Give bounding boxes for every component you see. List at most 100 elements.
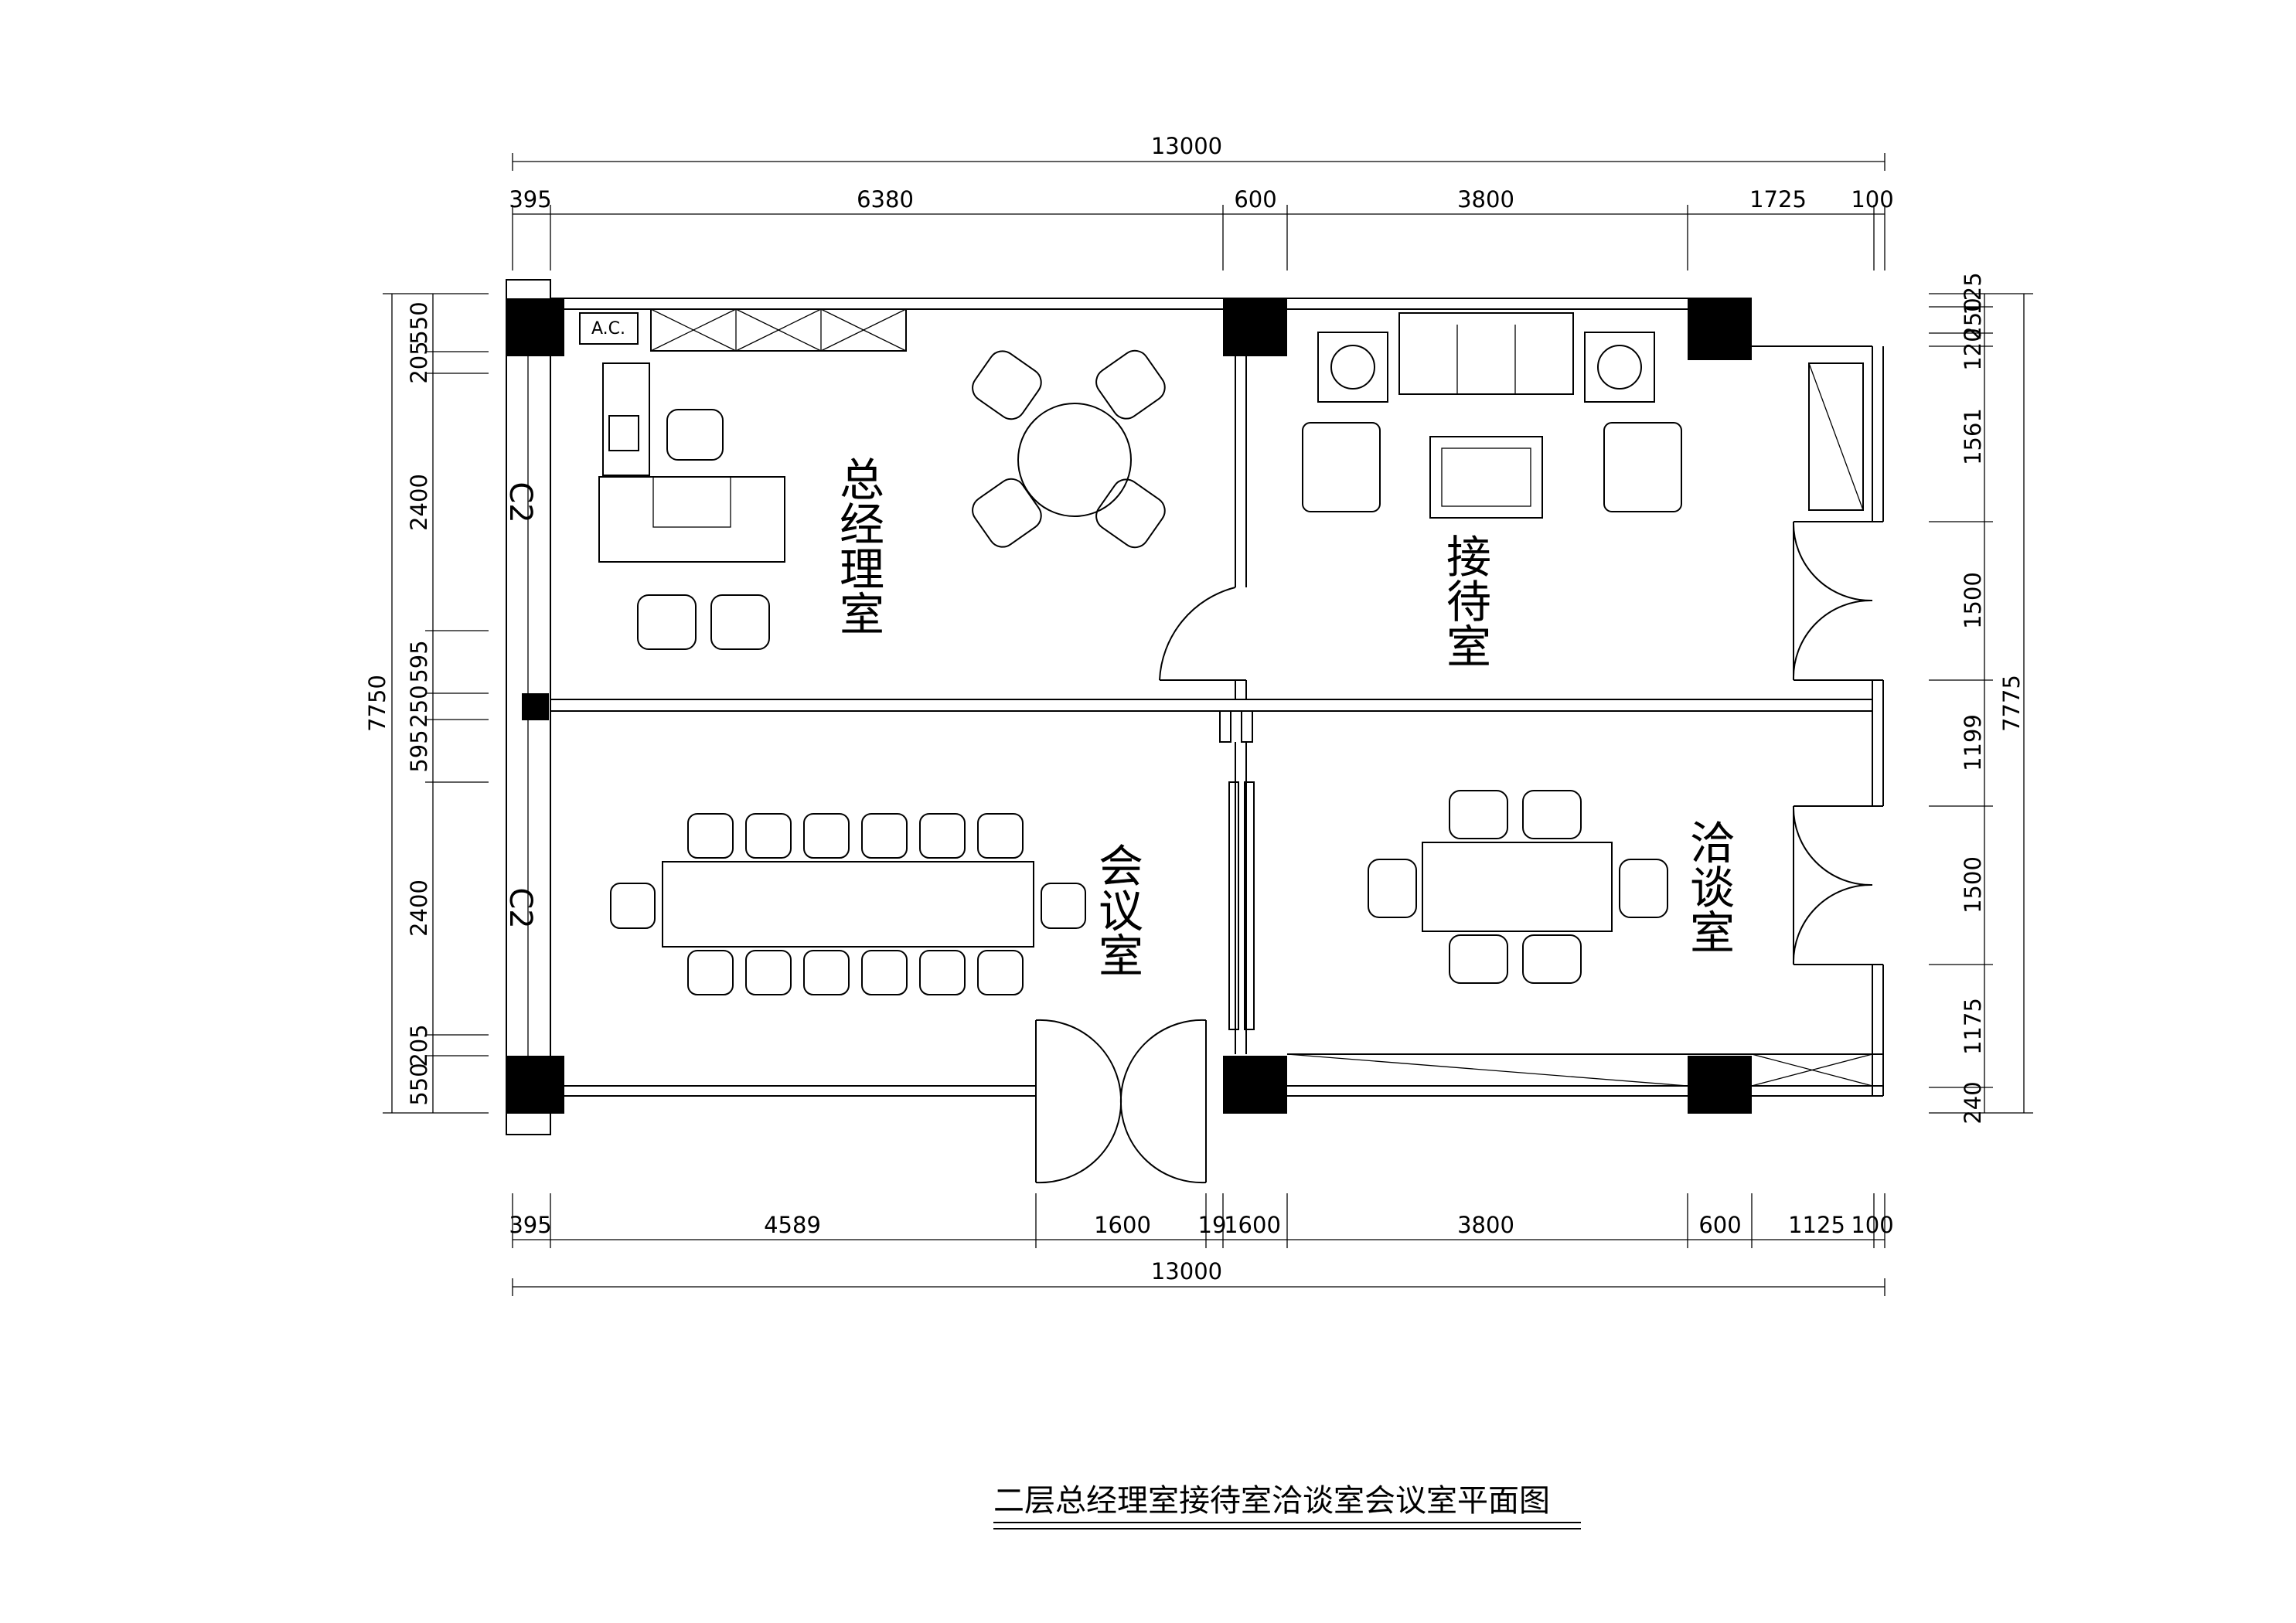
dim-right-3: 1561 [1960, 408, 1986, 465]
dim-top-5: 100 [1851, 186, 1893, 213]
chair [977, 950, 1024, 995]
chair [687, 813, 734, 859]
chair [861, 813, 908, 859]
column [1223, 298, 1287, 356]
dim-top-3: 3800 [1457, 186, 1514, 213]
dim-left-3: 595 [406, 640, 432, 682]
gm-office-door [1159, 587, 1236, 681]
dim-bottom-1: 4589 [764, 1212, 821, 1238]
gm-office-furniture: A.C. [579, 308, 1246, 681]
dim-left-4: 250 [406, 685, 432, 727]
room-label-meeting-room: 会议室 [1091, 842, 1143, 977]
dim-bottom-6: 600 [1698, 1212, 1741, 1238]
chair [861, 950, 908, 995]
dim-top-2: 600 [1234, 186, 1276, 213]
column [506, 298, 564, 356]
reception-furniture [1302, 312, 1873, 681]
executive-desk [598, 476, 785, 563]
wardrobe-cabinet [650, 308, 907, 352]
chair [977, 813, 1024, 859]
column [506, 1056, 564, 1114]
armchair [1603, 422, 1682, 512]
dim-top-0: 395 [509, 186, 551, 213]
dim-left-2: 2400 [406, 474, 432, 531]
dim-bottom-total: 13000 [1151, 1258, 1222, 1284]
meeting-room-entrance-door [1035, 1019, 1122, 1098]
dim-bottom-7: 1125 [1788, 1212, 1845, 1238]
chair [919, 813, 966, 859]
dim-right-total: 7775 [1998, 675, 2025, 732]
window-label-top: C2 [502, 481, 538, 522]
chair [745, 950, 792, 995]
column [522, 693, 549, 720]
executive-chair [666, 409, 724, 461]
dim-right-8: 240 [1960, 1081, 1986, 1124]
dim-left-6: 2400 [406, 880, 432, 937]
side-table [1317, 332, 1388, 403]
chair [1095, 478, 1166, 549]
top-dimension-chain: 13000 395 6380 600 3800 1725 100 [509, 133, 1894, 270]
chair [803, 813, 850, 859]
dim-right-7: 1175 [1960, 998, 1986, 1055]
room-label-gm-office: 总经理室 [832, 456, 884, 635]
dim-left-total: 7750 [364, 675, 390, 732]
dim-left-7: 205 [406, 1024, 432, 1067]
dim-right-6: 1500 [1960, 856, 1986, 914]
coffee-table [1429, 436, 1543, 519]
column [1688, 1056, 1752, 1114]
dim-right-4: 1500 [1960, 572, 1986, 629]
room-label-reception: 接待室 [1439, 533, 1491, 668]
dim-top-1: 6380 [857, 186, 914, 213]
chair [1041, 883, 1086, 929]
round-meeting-table [1017, 403, 1132, 517]
side-table [1584, 332, 1655, 403]
negotiation-room-furniture [1368, 790, 1873, 984]
structural-columns [506, 298, 1752, 1114]
column [1223, 1056, 1287, 1114]
dim-left-0: 550 [406, 301, 432, 344]
window-label-bottom: C2 [502, 887, 538, 928]
dim-right-0: 125 [1960, 272, 1986, 315]
right-dimension-chain: 125 250 120 1561 1500 1199 1500 1175 240… [1929, 272, 2033, 1125]
negotiation-table [1422, 842, 1613, 932]
dim-left-5: 595 [406, 730, 432, 772]
side-desk [602, 362, 650, 476]
sofa [1398, 312, 1574, 395]
chair [1449, 790, 1508, 839]
column [1688, 298, 1752, 360]
chair [1522, 790, 1582, 839]
dim-bottom-3: 19 [1198, 1212, 1227, 1238]
dim-left-8: 550 [406, 1063, 432, 1105]
bottom-dimension-chain: 395 4589 1600 19 1600 3800 600 1125 100 … [509, 1193, 1894, 1296]
chair [803, 950, 850, 995]
computer [608, 415, 639, 451]
chair [610, 883, 656, 929]
chair [972, 478, 1042, 548]
dim-right-1: 250 [1960, 298, 1986, 340]
chair [1368, 859, 1417, 918]
room-label-negotiation-room: 洽谈室 [1682, 819, 1735, 954]
dim-bottom-2: 1600 [1094, 1212, 1151, 1238]
storage-cabinet [1808, 362, 1864, 511]
dim-top-4: 1725 [1749, 186, 1807, 213]
chair [687, 950, 734, 995]
chair [745, 813, 792, 859]
dim-bottom-0: 395 [509, 1212, 551, 1238]
dim-bottom-4: 1600 [1224, 1212, 1281, 1238]
chair [1522, 934, 1582, 984]
air-conditioner-label: A.C. [591, 319, 625, 339]
left-dimension-chain: 550 205 2400 595 250 595 2400 205 550 77… [364, 293, 489, 1114]
drawing-title: 二层总经理室接待室洽谈室会议室平面图 [993, 1483, 1550, 1519]
conference-table [662, 861, 1034, 948]
chair [972, 350, 1042, 420]
negotiation-room-door [1792, 805, 1873, 886]
chair [919, 950, 966, 995]
dim-right-2: 120 [1960, 328, 1986, 370]
dim-right-5: 1199 [1960, 714, 1986, 771]
guest-chair [637, 594, 697, 650]
chair [1449, 934, 1508, 984]
guest-chair [710, 594, 770, 650]
chair [1095, 349, 1166, 420]
meeting-room-furniture [610, 813, 1207, 1184]
